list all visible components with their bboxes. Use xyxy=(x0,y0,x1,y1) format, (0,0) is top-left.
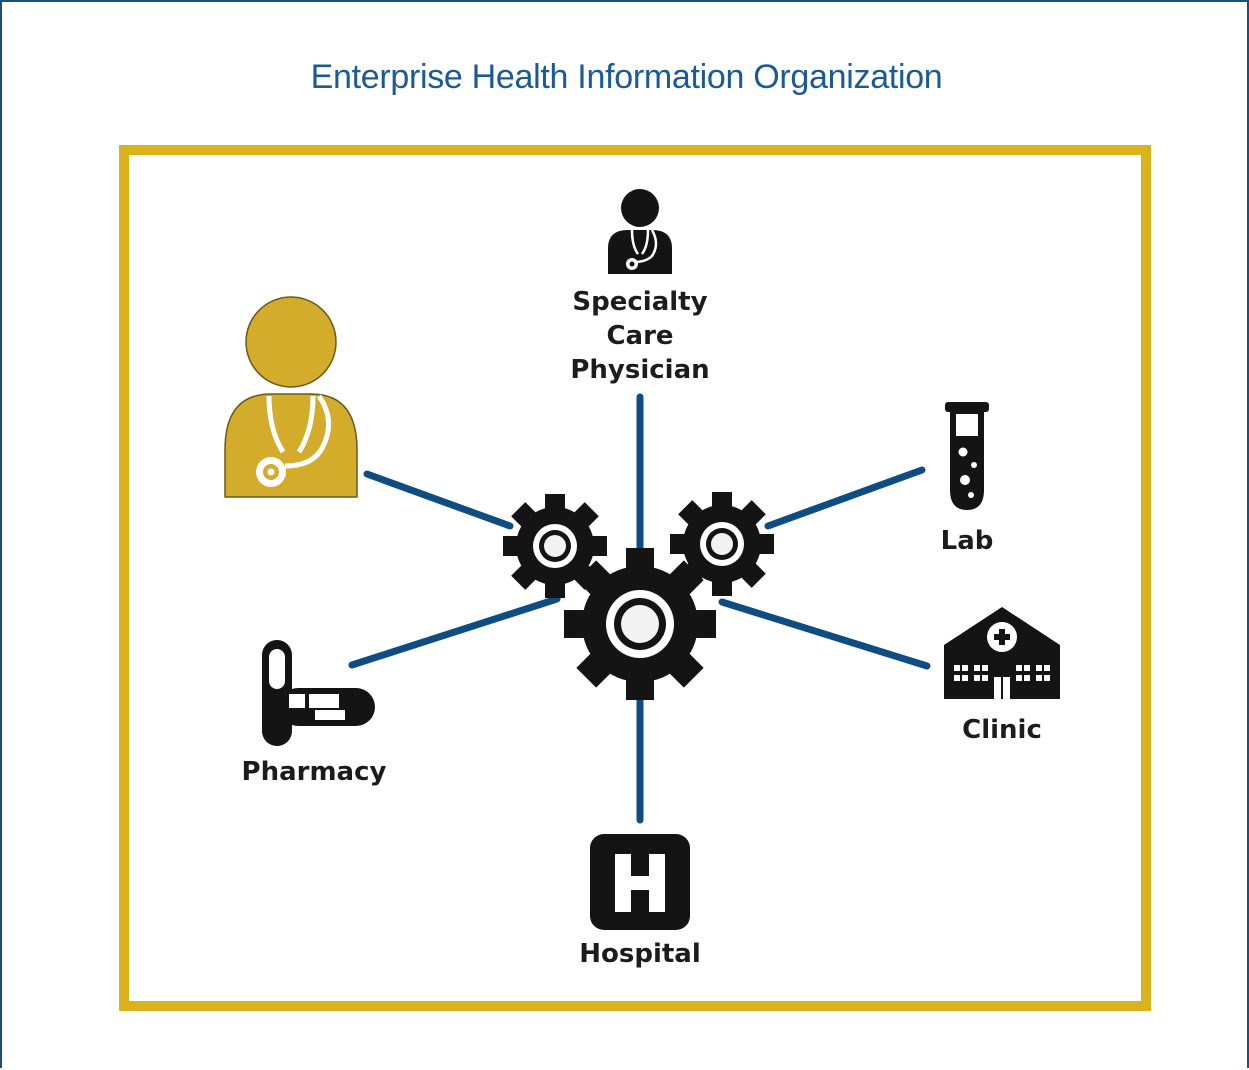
hospital-label: Hospital xyxy=(579,939,701,969)
connector-pharmacy xyxy=(348,595,561,669)
test-tube-icon xyxy=(945,402,989,510)
connector-primary-care xyxy=(363,470,514,530)
specialty-care-physician-label: Specialty Care Physician xyxy=(540,285,740,387)
connector-lab xyxy=(764,466,926,530)
clinic-building-icon xyxy=(944,607,1060,699)
specialty-label-line2: Care xyxy=(606,321,674,351)
gears-icon xyxy=(503,492,774,700)
pill-capsule-icon xyxy=(262,640,375,746)
lab-label: Lab xyxy=(940,526,994,556)
specialty-label-line1: Specialty xyxy=(572,287,708,317)
clinic-label: Clinic xyxy=(962,715,1042,745)
diagram-title: Enterprise Health Information Organizati… xyxy=(310,58,943,96)
pharmacy-label: Pharmacy xyxy=(241,757,387,787)
physician-gold-icon xyxy=(224,296,358,498)
hospital-sign-icon xyxy=(590,834,690,930)
connectors xyxy=(348,393,931,824)
connector-clinic xyxy=(718,598,931,670)
hio-frame xyxy=(119,145,1151,1011)
specialty-label-line3: Physician xyxy=(570,355,710,385)
physician-icon xyxy=(608,189,672,274)
